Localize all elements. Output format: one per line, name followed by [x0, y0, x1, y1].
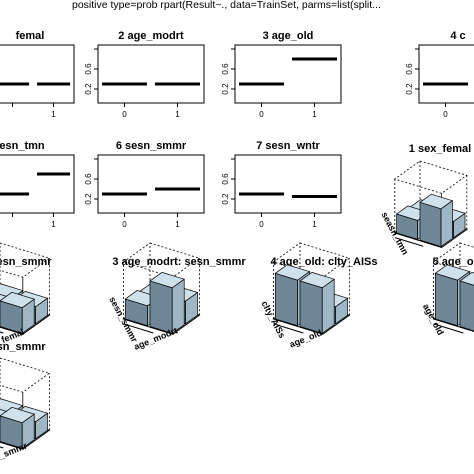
y-tick-label: 0.6: [221, 63, 230, 75]
y-tick-label: 0.6: [221, 173, 230, 185]
y-tick-label: 0.6: [84, 173, 93, 185]
panel-title: 3 age_modrt: sesn_smmr: [112, 256, 246, 268]
y-tick-label: 0.6: [84, 63, 93, 75]
box-top: [393, 160, 468, 194]
y-tick-label: 0.2: [221, 193, 230, 205]
bar-top-face: [0, 406, 35, 424]
panel-title: 5 age_old: [433, 256, 474, 268]
bar-front-face: [419, 201, 442, 248]
x-tick-label: 1: [175, 220, 180, 229]
panel-title: 3 age_old: [263, 30, 314, 42]
line-panel-7: 7 sesn_wntr 0.2 0.6 0 1: [221, 140, 342, 229]
bar-top-face: [299, 271, 335, 289]
panel-title: femal: [16, 30, 45, 42]
bar3d-panel-6: esn_smmr esn_smmr: [0, 341, 51, 467]
x-tick-label: 0: [259, 220, 264, 229]
axis-arrow: [123, 323, 154, 334]
axis-label: age_old: [288, 328, 323, 350]
plot-frame: [0, 44, 75, 104]
y-tick-label: 0.2: [221, 83, 230, 95]
line-panel-6: 6 sesn_smmr 0.2 0.6 0 1: [84, 140, 205, 229]
plot-frame: [97, 154, 205, 214]
plot-frame: [234, 44, 342, 104]
axis-arrow: [273, 323, 304, 334]
plot-frame: [0, 154, 75, 214]
panel-title: esn_tmn: [0, 140, 45, 152]
plot-frame: [97, 44, 205, 104]
bar-top-face: [419, 193, 454, 210]
x-tick-label: 0: [122, 110, 127, 119]
x-tick-label: 1: [312, 110, 317, 119]
panel-title: 4 c: [450, 30, 465, 42]
panel-title: esn_smmr: [0, 256, 52, 268]
axis-arrow: [433, 323, 464, 334]
bar-side-face: [321, 278, 335, 335]
figure-header: positive type=prob rpart(Result~., data=…: [72, 0, 381, 11]
panel-title: 4 age_old: clty_AISs: [271, 256, 378, 268]
bar-front-face: [459, 280, 474, 332]
x-tick-label: 1: [175, 110, 180, 119]
bar-top-face: [0, 291, 35, 309]
bar-top-face: [149, 271, 185, 289]
line-panel-3: 3 age_old 0.2 0.6 0 1: [221, 30, 342, 119]
line-panel-5: esn_tmn 1: [0, 140, 75, 229]
plot-frame: [418, 44, 474, 104]
y-tick-label: 0.6: [405, 63, 414, 75]
plot-frame: [234, 154, 342, 214]
y-tick-label: 0.2: [84, 193, 93, 205]
line-panel-4: 4 c 0.2 0.6 0: [405, 30, 474, 119]
x-tick-label: 0: [259, 110, 264, 119]
panel-title: 2 age_modrt: [118, 30, 184, 42]
x-tick-label: 0: [443, 110, 448, 119]
y-tick-label: 0.2: [84, 83, 93, 95]
bar-top-face: [459, 271, 474, 286]
box-top: [0, 357, 51, 393]
x-tick-label: 1: [51, 110, 56, 119]
panel-title: esn_smmr: [0, 341, 46, 353]
x-tick-label: 1: [312, 220, 317, 229]
line-panel-1: femal 1: [0, 30, 75, 119]
panel-title: 1 sex_femal: [409, 143, 471, 155]
x-tick-label: 0: [122, 220, 127, 229]
bar-top-face: [434, 264, 471, 281]
y-tick-label: 0.2: [405, 83, 414, 95]
axis-arrow: [394, 237, 424, 247]
panel-title: 7 sesn_wntr: [256, 140, 320, 152]
bar3d-panel-5: 5 age_oldage_old: [421, 242, 474, 337]
axis-label: esn_smmr: [0, 440, 29, 466]
bar-front-face: [299, 280, 323, 334]
bar-front-face: [149, 280, 173, 334]
line-panel-2: 2 age_modrt 0.2 0.6 0 1: [84, 30, 205, 119]
x-tick-label: 1: [51, 220, 56, 229]
bar-top-face: [274, 264, 311, 281]
panel-title: 6 sesn_smmr: [116, 140, 187, 152]
panel-grid: femal 1 2 age_modrt 0.2 0.6 0 1 3 age_old 0.2 0.6…: [0, 30, 474, 467]
